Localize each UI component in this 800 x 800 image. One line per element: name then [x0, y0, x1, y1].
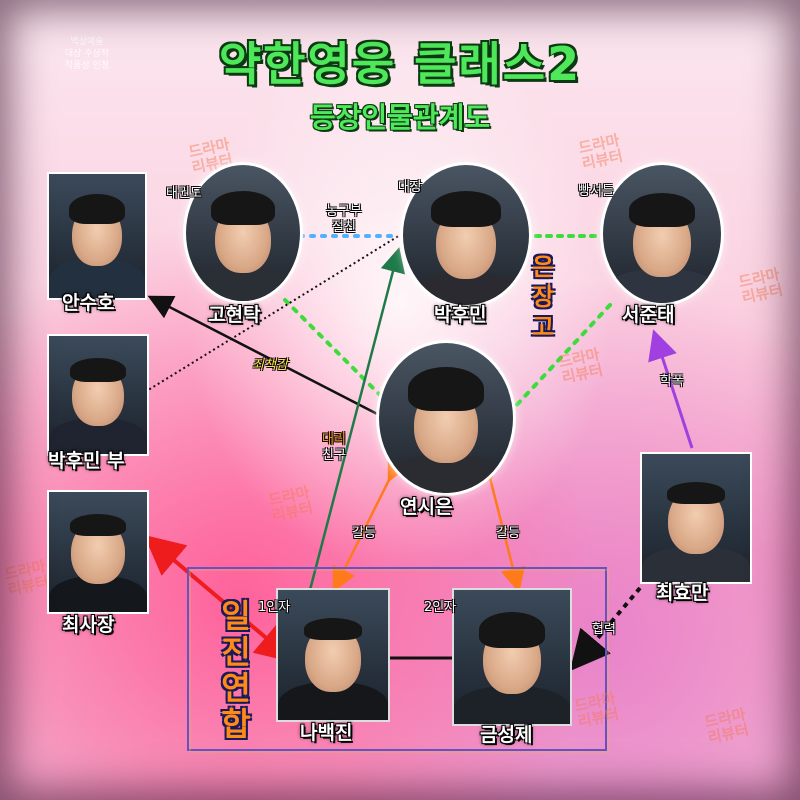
label-conflict-left: 갈등 — [352, 526, 376, 541]
award-badge: 백상예술 대상 수상작 작품성 인정 — [22, 36, 152, 96]
tag-parkhumin: 대장 — [398, 180, 422, 195]
name-choisajang: 최사장 — [62, 614, 115, 636]
photo-gohyeontak — [183, 162, 303, 304]
photo-nabaekjin — [276, 588, 390, 722]
line-father-parkhumin — [144, 231, 406, 393]
label-basketball: 농구부 절친 — [326, 204, 362, 236]
tag-geumseongje: 2인자 — [424, 600, 457, 615]
tag-gohyeontak: 태권도 — [166, 186, 202, 201]
award-line: 대상 수상작 — [64, 49, 110, 59]
name-ansuho: 안수호 — [62, 292, 115, 314]
photo-seojuntae — [600, 162, 724, 306]
tag-seojuntae: 빵셔틀 — [578, 184, 614, 199]
name-gohyeontak: 고현탁 — [208, 304, 261, 326]
photo-choisajang — [47, 490, 149, 614]
arrow-nabaekjin-parkhumin — [292, 247, 406, 613]
name-yeonsieun: 연시은 — [400, 496, 453, 518]
photo-geumseongje — [452, 588, 572, 726]
line-seojuntae-yeonsieun — [510, 303, 612, 412]
label-proxy-friend: 대리 친구 — [322, 432, 346, 464]
label-bullying: 학폭 — [660, 374, 684, 389]
photo-parkhumin-father — [47, 334, 149, 456]
arrow-choisajang-nabaekjin — [143, 534, 297, 664]
photo-parkhumin — [400, 162, 532, 308]
photo-yeonsieun — [376, 340, 516, 496]
name-choehyoman: 최효만 — [656, 582, 709, 604]
label-basketball-line2: 절친 — [331, 220, 356, 235]
label-basketball-line1: 농구부 — [326, 204, 362, 219]
photo-ansuho — [47, 172, 147, 300]
page-subtitle: 등장인물관계도 — [309, 101, 491, 134]
name-seojuntae: 서준태 — [622, 304, 675, 326]
name-parkhumin: 박후민 — [434, 304, 487, 326]
award-line: 작품성 인정 — [64, 61, 110, 71]
iljin-group-box — [187, 567, 607, 751]
label-conflict-right: 갈등 — [496, 526, 520, 541]
tag-nabaekjin: 1인자 — [258, 600, 291, 615]
page-title: 약한영웅 클래스2 — [218, 37, 582, 91]
arrow-choehyoman-seojuntae — [648, 329, 694, 449]
photo-choehyoman — [640, 452, 752, 584]
label-cooperation: 협력 — [592, 622, 616, 637]
name-geumseongje: 금성제 — [480, 724, 533, 746]
label-proxy-line1: 대리 — [322, 432, 346, 447]
label-proxy-line2: 친구 — [322, 448, 346, 463]
group-name-eunjanggo: 은장고 — [531, 253, 555, 341]
name-parkhumin-father: 박후민 부 — [48, 450, 125, 472]
name-nabaekjin: 나백진 — [300, 722, 353, 744]
group-name-iljin: 일진연합 — [221, 597, 251, 743]
label-guilt: 죄책감 — [252, 358, 288, 373]
award-line: 백상예술 — [70, 37, 104, 47]
